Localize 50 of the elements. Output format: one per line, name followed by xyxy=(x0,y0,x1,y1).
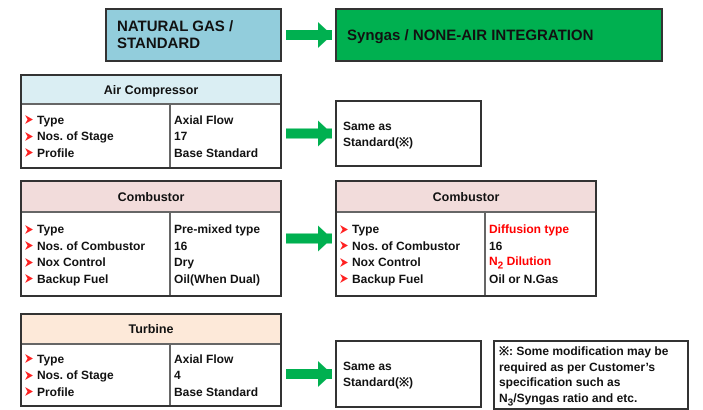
spec-label: Type xyxy=(352,222,380,236)
spec-value: Base Standard xyxy=(174,384,258,398)
title-box xyxy=(335,8,663,62)
spec-value: Oil or N.Gas xyxy=(489,272,558,286)
result-text: Same as Standard(※) xyxy=(343,358,414,390)
spec-table xyxy=(20,180,282,297)
title-box xyxy=(105,8,282,62)
spec-value: 16 xyxy=(174,238,188,253)
arrow xyxy=(286,120,332,146)
spec-label: Nos. of Combustor xyxy=(352,238,460,253)
spec-value: Diffusion type xyxy=(489,222,569,236)
arrow xyxy=(286,22,332,48)
spec-label: Nos. of Stage xyxy=(37,129,114,143)
spec-label: Backup Fuel xyxy=(37,272,108,286)
spec-value: Pre-mixed type xyxy=(174,222,260,236)
section-header: Combustor xyxy=(22,182,280,213)
spec-value: 4 xyxy=(174,368,181,382)
spec-table xyxy=(20,74,282,169)
spec-value: Dry xyxy=(174,255,194,270)
spec-label: Nox Control xyxy=(37,255,106,270)
spec-value: Axial Flow xyxy=(174,352,234,366)
arrow xyxy=(286,226,332,252)
title-text: NATURAL GAS / STANDARD xyxy=(117,18,234,52)
spec-label: Type xyxy=(37,352,64,366)
spec-label: Profile xyxy=(37,146,74,160)
section-header: Turbine xyxy=(22,315,280,345)
spec-label: Type xyxy=(37,112,64,126)
spec-label: Nos. of Combustor xyxy=(37,238,145,253)
arrow xyxy=(286,361,332,387)
title-text: Syngas / NONE-AIR INTEGRATION xyxy=(347,26,594,44)
spec-value: Base Standard xyxy=(174,146,258,160)
spec-value: 17 xyxy=(174,129,188,143)
section-header: Air Compressor xyxy=(22,76,280,105)
note-box xyxy=(493,340,689,410)
spec-value: Oil(When Dual) xyxy=(174,272,260,286)
result-box xyxy=(335,100,482,167)
spec-table xyxy=(20,313,282,407)
spec-label: Nox Control xyxy=(352,255,421,270)
spec-value: 16 xyxy=(489,238,502,253)
spec-label: Type xyxy=(37,222,64,236)
spec-table xyxy=(335,180,597,297)
spec-label: Profile xyxy=(37,384,74,398)
note-text: ※: Some modification may be required as per Customer’s specification such as N$_{3}$/Syngas ratio and etc. xyxy=(499,344,670,410)
spec-label: Backup Fuel xyxy=(352,272,424,286)
section-header: Combustor xyxy=(337,182,595,213)
result-box xyxy=(335,340,482,408)
spec-label: Nos. of Stage xyxy=(37,368,114,382)
result-text: Same as Standard(※) xyxy=(343,118,414,150)
spec-value: Axial Flow xyxy=(174,112,234,126)
spec-value: N$_{2}$ Dilution xyxy=(489,254,552,271)
